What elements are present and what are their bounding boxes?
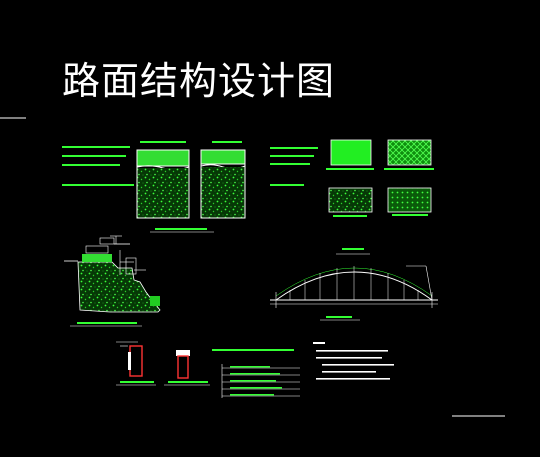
legend-swatches [326, 139, 434, 217]
embankment-section [64, 235, 161, 327]
curb-detail-b [164, 350, 210, 386]
material-notes [270, 147, 318, 186]
crown-profile [270, 248, 438, 321]
page-title: 路面结构设计图 [62, 59, 336, 103]
legend-swatch-gravel [387, 139, 432, 166]
pavement-section-b [200, 141, 246, 219]
legend-swatch-soil [387, 187, 432, 213]
layer-note-block [212, 349, 300, 398]
left-notes [62, 146, 134, 186]
pavement-section-a [136, 141, 190, 219]
legend-swatch-stone [328, 187, 373, 213]
curb-detail-a [116, 341, 156, 386]
general-notes [313, 342, 394, 380]
legend-swatch-asphalt [330, 139, 372, 166]
section-caption-line [155, 228, 207, 230]
